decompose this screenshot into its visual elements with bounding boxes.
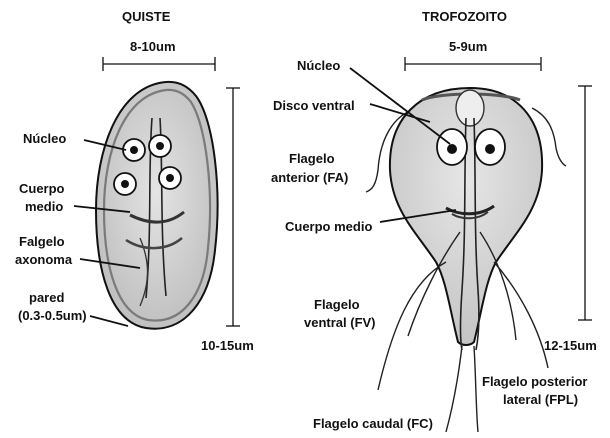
trofozoito-height-dimension xyxy=(578,86,592,320)
trofozoito-fc-label: Flagelo caudal (FC) xyxy=(313,416,433,431)
trofozoito-fpl-label-1: Flagelo posterior xyxy=(482,374,587,389)
quiste-pared-label-1: pared xyxy=(29,290,64,305)
trofozoito-width-label: 5-9um xyxy=(449,39,487,54)
trofozoito-fpl-label-2: lateral (FPL) xyxy=(503,392,578,407)
trofozoito-fv-label-2: ventral (FV) xyxy=(304,315,376,330)
trofozoito-cuerpo-label: Cuerpo medio xyxy=(285,219,372,234)
quiste-nucleo-label: Núcleo xyxy=(23,131,66,146)
quiste-height-label: 10-15um xyxy=(201,338,254,353)
quiste-height-dimension xyxy=(226,88,240,326)
trofozoito-width-dimension xyxy=(405,57,541,71)
quiste-cuerpo-label-1: Cuerpo xyxy=(19,181,65,196)
quiste-axonoma-label-2: axonoma xyxy=(15,252,73,267)
quiste-pared-label-2: (0.3-0.5um) xyxy=(18,308,87,323)
quiste-axonoma-label-1: Falgelo xyxy=(19,234,65,249)
cyst-body xyxy=(96,82,218,329)
trofozoito-title: TROFOZOITO xyxy=(422,9,507,24)
trofozoito-fv-label-1: Flagelo xyxy=(314,297,360,312)
quiste-title: QUISTE xyxy=(122,9,171,24)
trofozoito-height-label: 12-15um xyxy=(544,338,597,353)
quiste-cuerpo-label-2: medio xyxy=(25,199,63,214)
trofozoito-fa-label-2: anterior (FA) xyxy=(271,170,348,185)
trofozoito-fa-label-1: Flagelo xyxy=(289,151,335,166)
trofozoito-nucleo-label: Núcleo xyxy=(297,58,340,73)
quiste-width-label: 8-10um xyxy=(130,39,176,54)
quiste-width-dimension xyxy=(103,57,215,71)
trofozoito-disco-label: Disco ventral xyxy=(273,98,355,113)
quiste-pared-leader xyxy=(90,316,128,326)
